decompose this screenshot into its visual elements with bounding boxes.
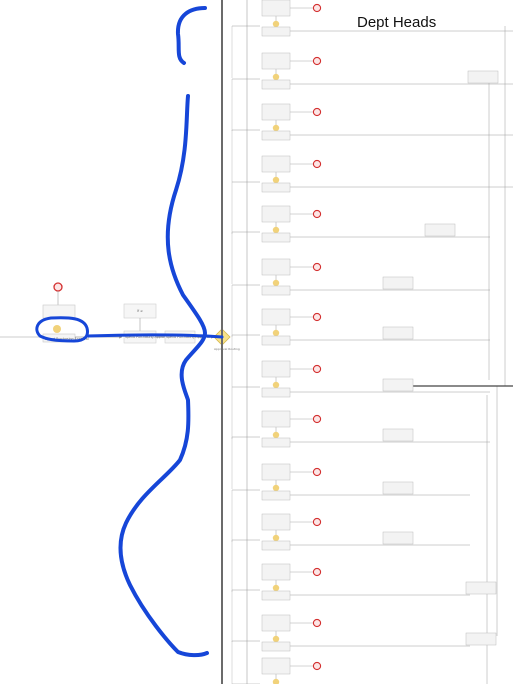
approval-card[interactable] bbox=[261, 540, 291, 551]
right-approval-card[interactable] bbox=[465, 581, 497, 595]
approval-card[interactable] bbox=[261, 590, 291, 601]
task-layer bbox=[261, 0, 322, 684]
task-card[interactable] bbox=[261, 52, 291, 70]
right-approval-card[interactable] bbox=[424, 223, 456, 237]
end-event-icon bbox=[312, 567, 322, 577]
user-task-icon bbox=[272, 431, 280, 439]
end-event-icon bbox=[312, 661, 322, 671]
end-event-icon bbox=[312, 262, 322, 272]
approval-card[interactable] bbox=[261, 182, 291, 193]
user-task-icon bbox=[272, 484, 280, 492]
approval-card[interactable] bbox=[261, 437, 291, 448]
right-approval-card[interactable] bbox=[465, 632, 497, 646]
user-task-icon bbox=[272, 534, 280, 542]
condition-label: If ≥ bbox=[137, 309, 143, 313]
end-event-icon bbox=[312, 364, 322, 374]
right-approval-card[interactable] bbox=[382, 378, 414, 392]
task-card[interactable] bbox=[261, 360, 291, 378]
end-event-icon bbox=[312, 3, 322, 13]
right-approval-card[interactable] bbox=[382, 428, 414, 442]
end-event-icon bbox=[312, 467, 322, 477]
task-card[interactable] bbox=[261, 614, 291, 632]
end-event-icon bbox=[312, 159, 322, 169]
task-card[interactable] bbox=[261, 308, 291, 326]
approval-card[interactable] bbox=[261, 641, 291, 652]
task-card[interactable] bbox=[261, 0, 291, 17]
task-card[interactable] bbox=[261, 103, 291, 121]
gateway-label: Approval Routing bbox=[214, 347, 240, 351]
right-approval-card[interactable] bbox=[382, 531, 414, 545]
task-card[interactable] bbox=[261, 155, 291, 173]
approval-card[interactable] bbox=[261, 130, 291, 141]
user-task-icon bbox=[272, 176, 280, 184]
right-approval-card[interactable] bbox=[467, 70, 499, 84]
page-title: Dept Heads bbox=[357, 14, 437, 31]
user-task-icon bbox=[272, 678, 280, 684]
user-task-icon bbox=[272, 635, 280, 643]
task-card[interactable] bbox=[261, 563, 291, 581]
user-task-icon bbox=[272, 124, 280, 132]
task-card[interactable] bbox=[261, 410, 291, 428]
user-task-icon bbox=[272, 381, 280, 389]
user-task-icon bbox=[53, 325, 61, 333]
approval-card[interactable] bbox=[261, 26, 291, 37]
user-task-icon bbox=[272, 279, 280, 287]
end-event-icon bbox=[312, 312, 322, 322]
task-card[interactable] bbox=[261, 657, 291, 675]
user-task-icon bbox=[272, 584, 280, 592]
approval-card[interactable] bbox=[261, 387, 291, 398]
user-task-icon bbox=[272, 329, 280, 337]
right-approval-card[interactable] bbox=[382, 326, 414, 340]
user-task-icon bbox=[272, 20, 280, 28]
annotation-loop bbox=[35, 316, 224, 343]
approval-card[interactable] bbox=[261, 79, 291, 90]
task-card[interactable] bbox=[261, 463, 291, 481]
end-event-icon bbox=[312, 618, 322, 628]
start-approval-label: Spend Purchasing Approval bbox=[45, 337, 89, 341]
approval-card[interactable] bbox=[261, 232, 291, 243]
annotation-bracket bbox=[118, 6, 209, 658]
connector-layer bbox=[231, 7, 513, 684]
approval-card[interactable] bbox=[261, 285, 291, 296]
approval-label-right: Spend Purchasing Approval bbox=[166, 335, 210, 339]
right-approval-card[interactable] bbox=[382, 481, 414, 495]
user-task-icon bbox=[272, 73, 280, 81]
user-task-icon bbox=[272, 226, 280, 234]
right-side-routing bbox=[382, 70, 499, 646]
end-event-icon bbox=[312, 517, 322, 527]
end-event-icon bbox=[312, 414, 322, 424]
task-card[interactable] bbox=[261, 258, 291, 276]
right-approval-card[interactable] bbox=[382, 276, 414, 290]
task-card[interactable] bbox=[261, 513, 291, 531]
end-event-icon bbox=[312, 107, 322, 117]
end-event-icon bbox=[312, 209, 322, 219]
end-event-icon bbox=[312, 56, 322, 66]
approval-label-left: Spend Purchasing Approval bbox=[125, 335, 169, 339]
approval-card[interactable] bbox=[261, 490, 291, 501]
approval-card[interactable] bbox=[261, 335, 291, 346]
task-card[interactable] bbox=[261, 205, 291, 223]
